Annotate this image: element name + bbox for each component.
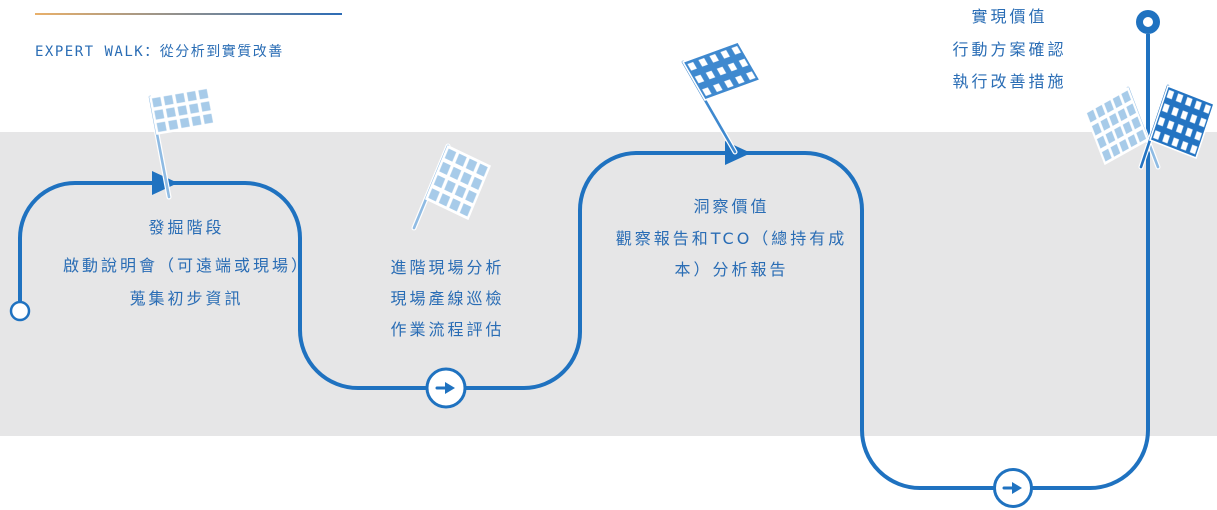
- stage-detail: 啟動說明會（可遠端或現場）: [62, 256, 310, 275]
- end-marker: [1136, 10, 1160, 34]
- end-marker-inner: [1143, 17, 1153, 27]
- stage-onsite-analysis: 進階現場分析 現場產線巡檢 作業流程評估: [346, 252, 546, 345]
- checkered-flag-icon: [1138, 86, 1214, 167]
- arrow-right-icon: [993, 468, 1033, 508]
- stage-detail: 觀察報告和TCO（總持有成: [615, 228, 848, 248]
- checkered-flag-icon: [150, 87, 215, 200]
- header-rule: [35, 13, 342, 15]
- checkered-flag-icon: [683, 42, 760, 155]
- roadmap-path: [18, 34, 1150, 490]
- stage-detail: 本）分析報告: [674, 260, 789, 279]
- arrow-right-icon: [425, 367, 467, 409]
- stage-detail: 作業流程評估: [390, 320, 505, 339]
- stage-detail: 執行改善措施: [952, 72, 1067, 91]
- page-title: EXPERT WALK：從分析到實質改善: [35, 44, 284, 60]
- start-marker: [9, 300, 31, 322]
- stage-detail: 行動方案確認: [952, 39, 1067, 59]
- stage-title: 實現價值: [971, 7, 1048, 26]
- stage-discovery: 發掘階段 啟動說明會（可遠端或現場） 蒐集初步資訊: [35, 211, 335, 315]
- stage-detail: 蒐集初步資訊: [129, 289, 244, 308]
- stage-title: 發掘階段: [148, 218, 225, 237]
- stage-realize-value: 實現價值 行動方案確認 執行改善措施: [908, 1, 1108, 99]
- stage-insight: 洞察價值 觀察報告和TCO（總持有成 本）分析報告: [580, 191, 880, 286]
- checkered-flag-icon: [1085, 88, 1161, 167]
- stage-detail: 現場產線巡檢: [390, 289, 505, 308]
- stage-title: 進階現場分析: [390, 258, 505, 277]
- stage-title: 洞察價值: [693, 197, 770, 216]
- checkered-flag-icon: [411, 146, 490, 228]
